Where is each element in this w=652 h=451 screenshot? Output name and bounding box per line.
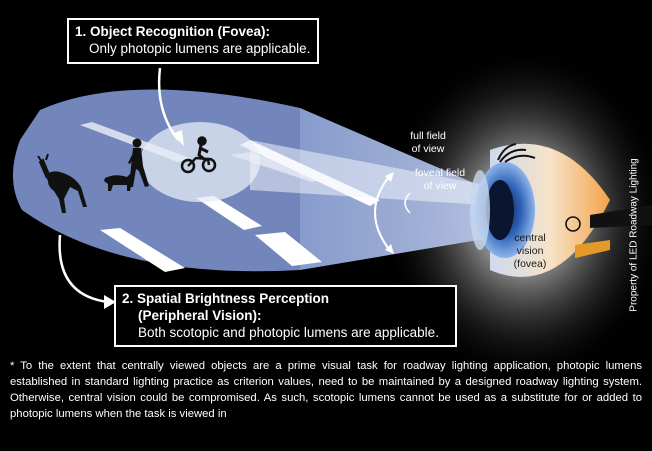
foveal-beam [250,140,485,205]
fovea-marker [565,216,581,232]
foveal-field-label: foveal field of view [405,167,475,193]
foveal-field-arc [404,192,411,214]
cyclist-icon [180,136,217,174]
full-field-label-line1: full field [410,130,446,142]
peripheral-callout-body: Both scotopic and photopic lumens are ap… [138,325,439,340]
dog-icon [104,173,134,191]
property-watermark-text: Property of LED Roadway Lighting [628,158,640,312]
foveal-field-label-line2: of view [423,180,457,192]
peripheral-callout-arrow [58,234,109,304]
eye-icon [470,143,652,277]
full-field-arc [374,177,389,249]
foveal-field [140,122,260,202]
central-vision-label-line3: (fovea) [513,258,547,270]
full-field-label-line2: of view [411,143,445,155]
peripheral-callout-heading-2: (Peripheral Vision): [138,308,262,323]
central-vision-label: central vision (fovea) [500,232,560,271]
fovea-callout-heading: 1. Object Recognition (Fovea): [75,24,271,39]
footnote: * To the extent that centrally viewed ob… [10,360,642,420]
peripheral-callout: 2. Spatial Brightness Perception (Periph… [114,285,457,347]
full-field-label: full field of view [398,130,458,156]
peripheral-callout-heading-1: 2. Spatial Brightness Perception [122,291,330,306]
central-vision-label-line1: central [514,232,546,244]
foveal-field-label-line1: foveal field [414,167,466,179]
fovea-callout-body: Only photopic lumens are applicable. [89,41,311,56]
fovea-callout: 1. Object Recognition (Fovea): Only phot… [67,18,319,64]
pedestrian-icon [128,138,149,187]
property-watermark: Property of LED Roadway Lighting [624,150,644,320]
central-vision-label-line2: vision [516,245,544,257]
deer-icon [37,153,87,213]
